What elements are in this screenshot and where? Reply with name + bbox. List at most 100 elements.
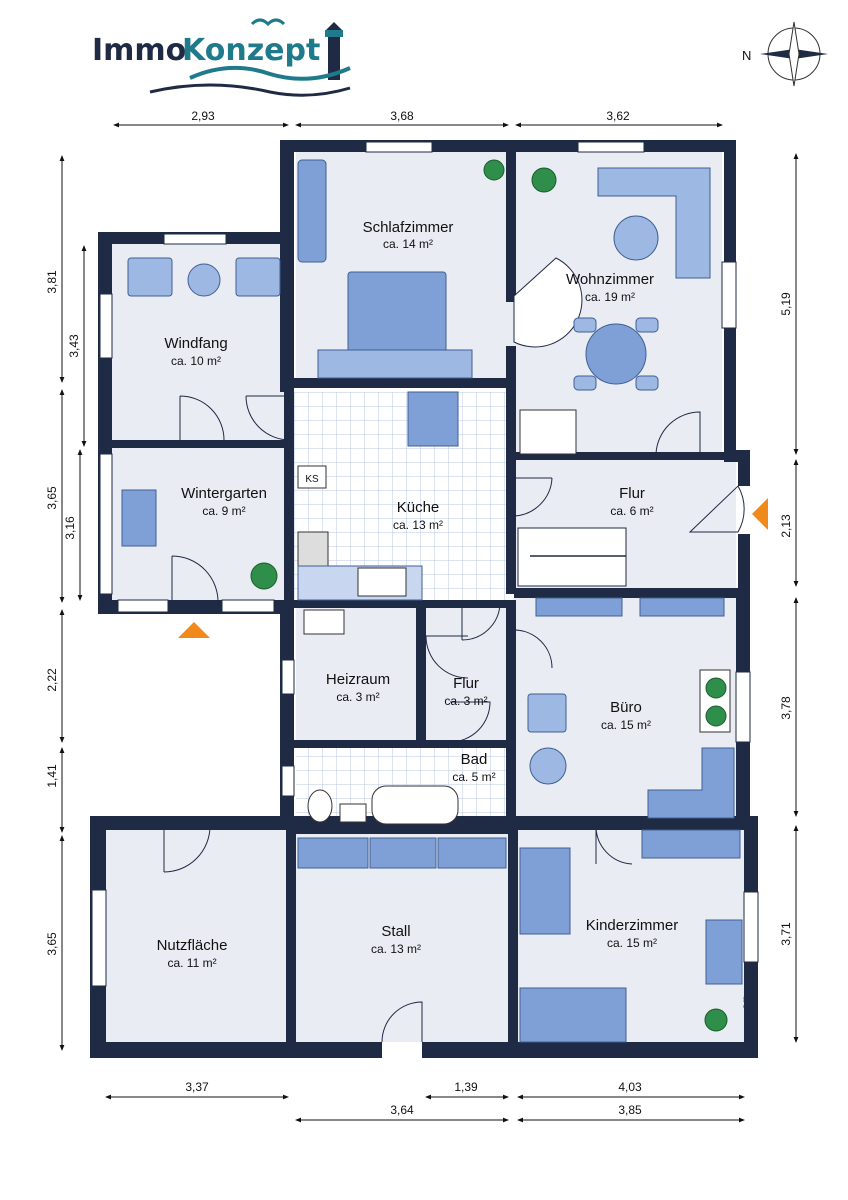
compass-north-label: N — [742, 48, 751, 63]
dim-right-2: 2,13 — [779, 514, 793, 538]
armchair-icon — [235, 257, 281, 297]
entrance-arrow-icon — [752, 498, 768, 530]
dim-left-inner-2: 3,16 — [63, 516, 77, 540]
kids-bed-icon — [519, 847, 571, 935]
room-area-bad: ca. 5 m² — [452, 770, 495, 784]
dim-left-outer-4: 1,41 — [45, 764, 59, 788]
plant-icon — [250, 562, 278, 590]
dim-top-1: 2,93 — [191, 109, 215, 123]
room-area-wintergarten: ca. 9 m² — [202, 504, 245, 518]
room-area-kinderzimmer: ca. 15 m² — [607, 936, 657, 950]
room-name-schlafzimmer: Schlafzimmer — [363, 219, 454, 236]
toilet-icon — [307, 789, 333, 823]
dim-top-2: 3,68 — [390, 109, 414, 123]
logo-text-konzept: Konzept — [182, 33, 320, 68]
round-table-icon — [187, 263, 221, 297]
room-name-windfang: Windfang — [164, 335, 227, 352]
desk-icon — [647, 747, 735, 819]
kitchen-table-icon — [407, 391, 459, 447]
room-area-schlafzimmer: ca. 14 m² — [383, 237, 433, 251]
dim-left-outer-2: 3,65 — [45, 486, 59, 510]
plant-icon — [705, 677, 727, 699]
dim-right-4: 3,71 — [779, 922, 793, 946]
dim-bottom-2: 1,39 — [454, 1080, 478, 1094]
room-area-stall: ca. 13 m² — [371, 942, 421, 956]
room-name-flur-mitte: Flur — [453, 675, 479, 692]
room-area-kueche: ca. 13 m² — [393, 518, 443, 532]
fridge-label: KS — [305, 474, 319, 485]
logo: Immo Konzept — [92, 18, 351, 97]
stall-cabinet-icon — [297, 837, 369, 869]
dim-right-1: 5,19 — [779, 292, 793, 316]
fireplace-icon — [519, 409, 577, 455]
waves-icon — [189, 65, 351, 81]
stairs-icon — [517, 527, 627, 587]
room-name-nutzflaeche: Nutzfläche — [157, 937, 228, 954]
room-name-flur-ost: Flur — [619, 485, 645, 502]
sink-icon — [357, 567, 407, 597]
plant-icon — [704, 1008, 728, 1032]
boiler-icon — [303, 609, 345, 635]
room-area-buero: ca. 15 m² — [601, 718, 651, 732]
room-area-flur-ost: ca. 6 m² — [610, 504, 653, 518]
dim-left-inner-1: 3,43 — [67, 334, 81, 358]
radiator-icon — [639, 597, 725, 617]
dimension-lines — [59, 122, 799, 1123]
dim-bottom-3: 4,03 — [618, 1080, 642, 1094]
room-name-kinderzimmer: Kinderzimmer — [586, 917, 679, 934]
plant-icon — [705, 705, 727, 727]
garden-table-icon — [121, 489, 157, 547]
windows — [91, 141, 759, 987]
stall-cabinet-icon — [369, 837, 437, 869]
dim-left-outer-5: 3,65 — [45, 932, 59, 956]
compass-icon: N — [742, 21, 828, 87]
dim-bottom-4: 3,64 — [390, 1103, 414, 1117]
room-name-bad: Bad — [461, 751, 488, 768]
dim-bottom-1: 3,37 — [185, 1080, 209, 1094]
stove-icon — [297, 531, 329, 567]
room-area-wohnzimmer: ca. 19 m² — [585, 290, 635, 304]
bathtub-icon — [371, 785, 459, 825]
entrance-arrow-icon — [178, 622, 210, 638]
dim-top-3: 3,62 — [606, 109, 630, 123]
room-name-buero: Büro — [610, 699, 642, 716]
room-name-stall: Stall — [381, 923, 410, 940]
room-area-flur-mitte: ca. 3 m² — [444, 694, 487, 708]
doors — [163, 257, 745, 1043]
armchair-icon — [127, 257, 173, 297]
room-area-heizraum: ca. 3 m² — [336, 690, 379, 704]
dim-bottom-5: 3,85 — [618, 1103, 642, 1117]
wardrobe-icon — [297, 159, 327, 263]
dim-left-outer-1: 3,81 — [45, 270, 59, 294]
plant-icon — [531, 167, 557, 193]
nightstand-icon — [317, 349, 473, 379]
lighthouse-icon — [325, 22, 343, 80]
radiator-icon — [535, 597, 623, 617]
logo-text-immo: Immo — [92, 33, 186, 68]
furniture: KS — [121, 159, 743, 1043]
dimension-labels: 2,93 3,68 3,62 3,81 3,65 2,22 1,41 3,65 … — [45, 109, 793, 1117]
walls — [90, 140, 758, 1058]
room-name-wohnzimmer: Wohnzimmer — [566, 271, 654, 288]
side-table-icon — [529, 747, 567, 785]
dim-right-3: 3,78 — [779, 696, 793, 720]
plant-icon — [483, 159, 505, 181]
washbasin-icon — [339, 803, 367, 823]
dining-table-icon — [585, 323, 647, 385]
fridge-icon — [297, 465, 327, 489]
sofa-icon — [597, 167, 711, 279]
room-area-windfang: ca. 10 m² — [171, 354, 221, 368]
room-name-wintergarten: Wintergarten — [181, 485, 267, 502]
room-name-kueche: Küche — [397, 499, 440, 516]
kids-desk-icon — [705, 919, 743, 985]
kids-bed-icon — [519, 987, 627, 1043]
room-area-nutzflaeche: ca. 11 m² — [167, 956, 216, 970]
dim-left-outer-3: 2,22 — [45, 668, 59, 692]
watermark: onOffice — [742, 987, 752, 1020]
shelf-icon — [641, 829, 741, 859]
armchair-icon — [527, 693, 567, 733]
room-labels: Schlafzimmer ca. 14 m² Wohnzimmer ca. 19… — [157, 219, 679, 970]
room-name-heizraum: Heizraum — [326, 671, 390, 688]
seagull-icon — [250, 18, 286, 27]
